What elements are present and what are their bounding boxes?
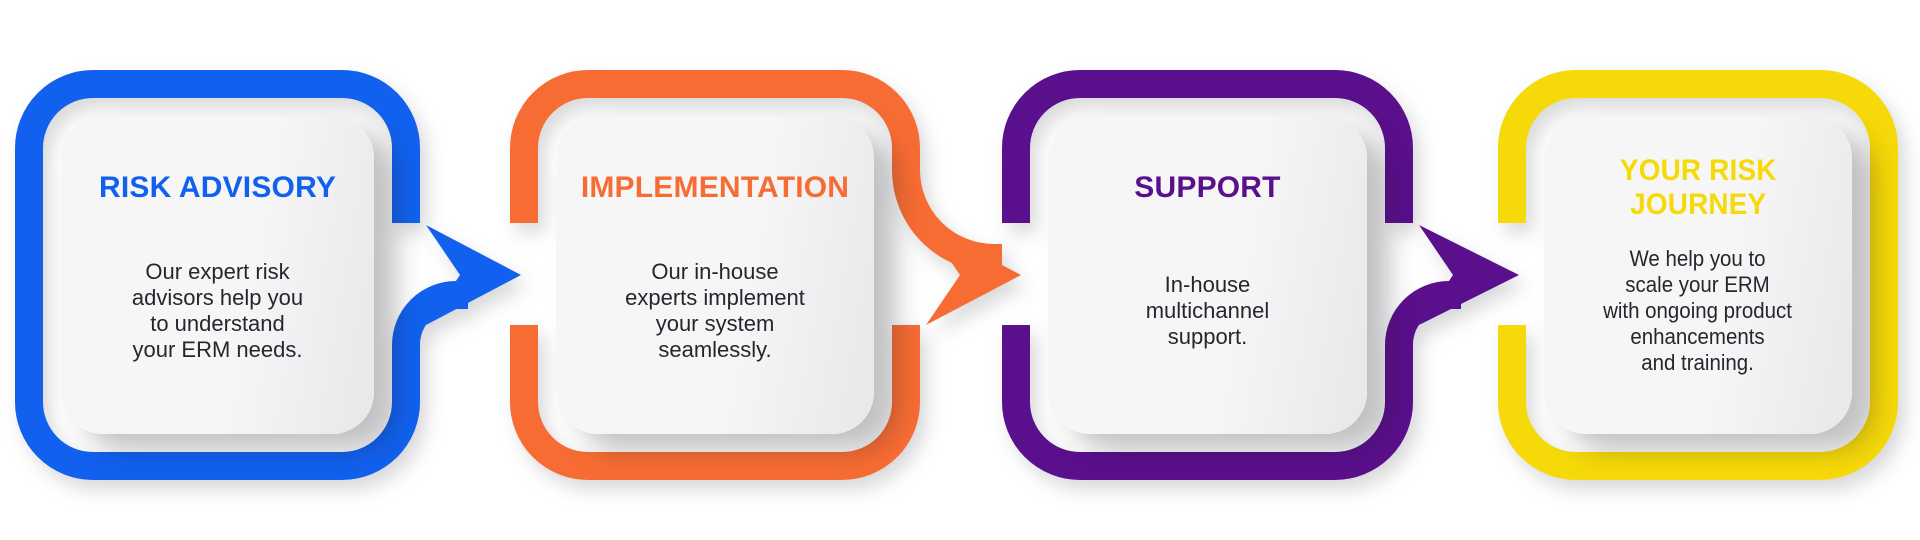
step-4-title-text: YOUR RISK JOURNEY: [1619, 154, 1777, 221]
step-1-description: Our expert risk advisors help you to und…: [61, 224, 374, 434]
step-2-card: IMPLEMENTATION Our in-house experts impl…: [556, 116, 874, 434]
step-3-card: SUPPORT In-house multichannel support.: [1048, 116, 1367, 434]
step-3-description-text: In-house multichannel support.: [1145, 272, 1270, 349]
step-2-title: IMPLEMENTATION: [556, 152, 874, 224]
step-3-title-text: SUPPORT: [1134, 171, 1281, 205]
step-3-description: In-house multichannel support.: [1048, 224, 1367, 434]
step-1-description-text: Our expert risk advisors help you to und…: [131, 259, 304, 362]
step-4-outline: [1498, 70, 1898, 480]
step-4-card: YOUR RISK JOURNEY We help you to scale y…: [1544, 116, 1852, 434]
step-2-title-text: IMPLEMENTATION: [580, 171, 850, 205]
step-1-outline: [15, 70, 468, 480]
step-3-title: SUPPORT: [1048, 152, 1367, 224]
step-1-title: RISK ADVISORY: [61, 152, 374, 224]
step-1-title-text: RISK ADVISORY: [98, 171, 337, 205]
flow-arrow-3-icon: [1419, 225, 1519, 325]
step-4-title: YOUR RISK JOURNEY: [1544, 152, 1852, 224]
step-1-card: RISK ADVISORY Our expert risk advisors h…: [61, 116, 374, 434]
step-4-description-text: We help you to scale your ERM with ongoi…: [1603, 246, 1793, 375]
step-2-description-text: Our in-house experts implement your syst…: [625, 259, 805, 362]
step-3-outline: [1002, 70, 1461, 480]
step-4-description: We help you to scale your ERM with ongoi…: [1544, 224, 1852, 434]
step-2-description: Our in-house experts implement your syst…: [556, 224, 874, 434]
flow-arrow-2-icon: [926, 225, 1021, 325]
flow-arrow-1-icon: [426, 225, 521, 325]
